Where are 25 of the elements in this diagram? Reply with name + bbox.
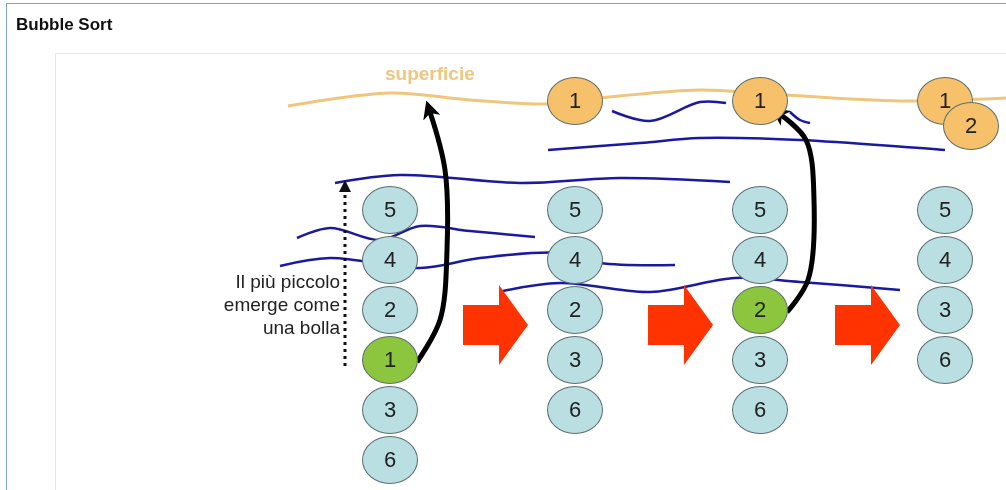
number-bubble: 3 <box>732 336 788 384</box>
number-bubble: 1 <box>362 336 418 384</box>
number-bubble: 6 <box>362 436 418 484</box>
number-bubble: 1 <box>547 77 603 125</box>
heading: Bubble Sort <box>16 15 113 35</box>
number-bubble: 4 <box>917 236 973 284</box>
number-bubble: 4 <box>732 236 788 284</box>
number-bubble: 1 <box>732 77 788 125</box>
surface-label: superficie <box>385 62 476 85</box>
number-bubble: 4 <box>547 236 603 284</box>
number-bubble: 3 <box>547 336 603 384</box>
number-bubble: 6 <box>732 386 788 434</box>
number-bubble: 5 <box>917 186 973 234</box>
number-bubble: 6 <box>547 386 603 434</box>
number-bubble: 3 <box>362 386 418 434</box>
number-bubble: 3 <box>917 286 973 334</box>
number-bubble: 5 <box>732 186 788 234</box>
number-bubble: 2 <box>732 286 788 334</box>
caption-text: Il più piccolo emerge come una bolla <box>222 270 340 339</box>
number-bubble: 4 <box>362 236 418 284</box>
number-bubble: 6 <box>917 336 973 384</box>
number-bubble: 5 <box>362 186 418 234</box>
number-bubble: 2 <box>547 286 603 334</box>
number-bubble: 2 <box>362 286 418 334</box>
number-bubble: 5 <box>547 186 603 234</box>
